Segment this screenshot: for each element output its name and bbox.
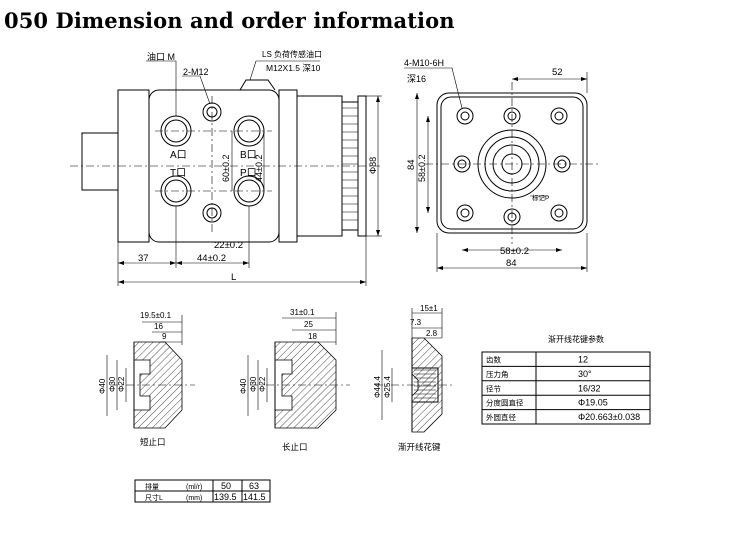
spline-param-label: 径节 — [486, 383, 501, 393]
order-row1-label: 排量 — [145, 482, 159, 491]
long-dia-inner: Φ22 — [258, 376, 267, 392]
spline-param-value: 12 — [578, 355, 588, 365]
port-t-label: T口 — [170, 168, 186, 179]
dim-84-vert-label: 84 — [406, 159, 417, 170]
short-dia-outer: Φ40 — [98, 378, 107, 394]
involute-dia-inner: Φ25.4 — [383, 375, 392, 398]
order-row1-value-2: 63 — [249, 481, 259, 491]
page-title: 050 Dimension and order information — [4, 8, 455, 33]
involute-dia-outer: Φ44.4 — [373, 375, 382, 398]
long-spline-caption: 长止口 — [282, 442, 308, 452]
dim-58-horiz-label: 58±0.2 — [500, 246, 529, 257]
dim-37-label: 37 — [138, 253, 149, 264]
long-dia-mid: Φ30 — [249, 376, 258, 392]
dim-22-label: 22±0.2 — [214, 240, 243, 251]
spline-param-value: Φ20.663±0.038 — [578, 412, 640, 422]
small-marker-label: 标记P — [532, 193, 549, 202]
order-row1-unit: (ml/r) — [186, 484, 202, 491]
spline-param-value: 16/32 — [578, 383, 601, 393]
thread-note-label: 4-M10-6H — [404, 58, 444, 68]
long-dim-low: 18 — [308, 332, 317, 341]
spline-param-label: 外圆直径 — [486, 412, 516, 422]
long-dia-outer: Φ40 — [239, 378, 248, 394]
port-2m12-label: 2-M12 — [183, 67, 209, 77]
port-b-label: B口 — [240, 150, 257, 161]
dim-44-horiz-label: 44±0.2 — [197, 253, 226, 264]
spline-params-table: 渐开线花键参数 齿数 12 压力角 30° 径节 16/32 分度圆直径 Φ19.05 外圆直径… — [481, 334, 651, 425]
shaft-stub — [81, 132, 119, 191]
short-dia-mid: Φ30 — [108, 376, 117, 392]
spline-param-label: 压力角 — [486, 369, 509, 379]
order-row2-value-2: 141.5 — [243, 492, 266, 502]
ls-note-line1: LS 负荷传感油口 — [262, 49, 322, 59]
involute-spline-section: 15±1 7.3 2.8 Φ44.4 Φ25.4 渐开线花键 — [373, 304, 455, 452]
rotor-teeth — [342, 107, 358, 221]
spline-table-heading: 渐开线花键参数 — [548, 334, 604, 344]
short-spline-caption: 短止口 — [140, 437, 166, 447]
long-dim-mid: 25 — [304, 320, 313, 329]
front-view: 油口 M 2-M12 LS 负荷传感油口 M12X1.5 深10 A口 B口 T… — [70, 49, 382, 286]
spline-param-label: 齿数 — [486, 355, 501, 365]
involute-dim-mid: 7.3 — [410, 318, 422, 327]
dim-44-vert-label: 44±0.2 — [254, 155, 264, 182]
dim-58-vert-label: 58±0.2 — [417, 155, 427, 182]
order-row2-value-1: 139.5 — [214, 492, 237, 502]
end-view: 4-M10-6H 深16 52 84 58±0.2 58±0.2 84 标记P — [404, 58, 600, 272]
spline-param-value: Φ19.05 — [578, 398, 608, 408]
spline-param-value: 30° — [578, 369, 592, 379]
oil-port-m-label: 油口 M — [147, 51, 175, 62]
depth-note-label: 深16 — [407, 74, 426, 84]
involute-spline-caption: 渐开线花键 — [398, 442, 441, 452]
short-spline-section: 19.5±0.1 16 9 Φ40 Φ30 Φ22 短止口 — [98, 311, 195, 447]
dim-84-horiz-label: 84 — [506, 258, 517, 269]
dim-60-label: 60±0.2 — [221, 155, 231, 182]
port-p-label: P口 — [240, 168, 257, 179]
short-dim-mid: 16 — [154, 322, 163, 331]
dim-l-label: L — [231, 272, 236, 283]
port-a-label: A口 — [170, 150, 187, 161]
involute-dim-top: 15±1 — [420, 304, 438, 313]
dim-52-label: 52 — [552, 67, 563, 78]
order-row2-label: 尺寸L — [145, 493, 163, 502]
dim-dia88-label: Φ88 — [368, 157, 378, 174]
spline-param-label: 分度圆直径 — [486, 398, 524, 408]
long-dim-top: 31±0.1 — [290, 308, 315, 317]
order-row1-value-1: 50 — [221, 481, 231, 491]
order-row2-unit: (mm) — [186, 495, 202, 502]
long-spline-section: 31±0.1 25 18 Φ40 Φ30 Φ22 长止口 — [239, 308, 350, 452]
short-dim-low: 9 — [162, 332, 167, 341]
ls-note-line2: M12X1.5 深10 — [266, 63, 321, 73]
involute-dim-low: 2.8 — [426, 329, 438, 338]
short-dim-top: 19.5±0.1 — [140, 311, 172, 320]
short-dia-inner: Φ22 — [117, 376, 126, 392]
order-table: 排量 (ml/r) 50 63 尺寸L (mm) 139.5 141.5 — [134, 479, 271, 503]
